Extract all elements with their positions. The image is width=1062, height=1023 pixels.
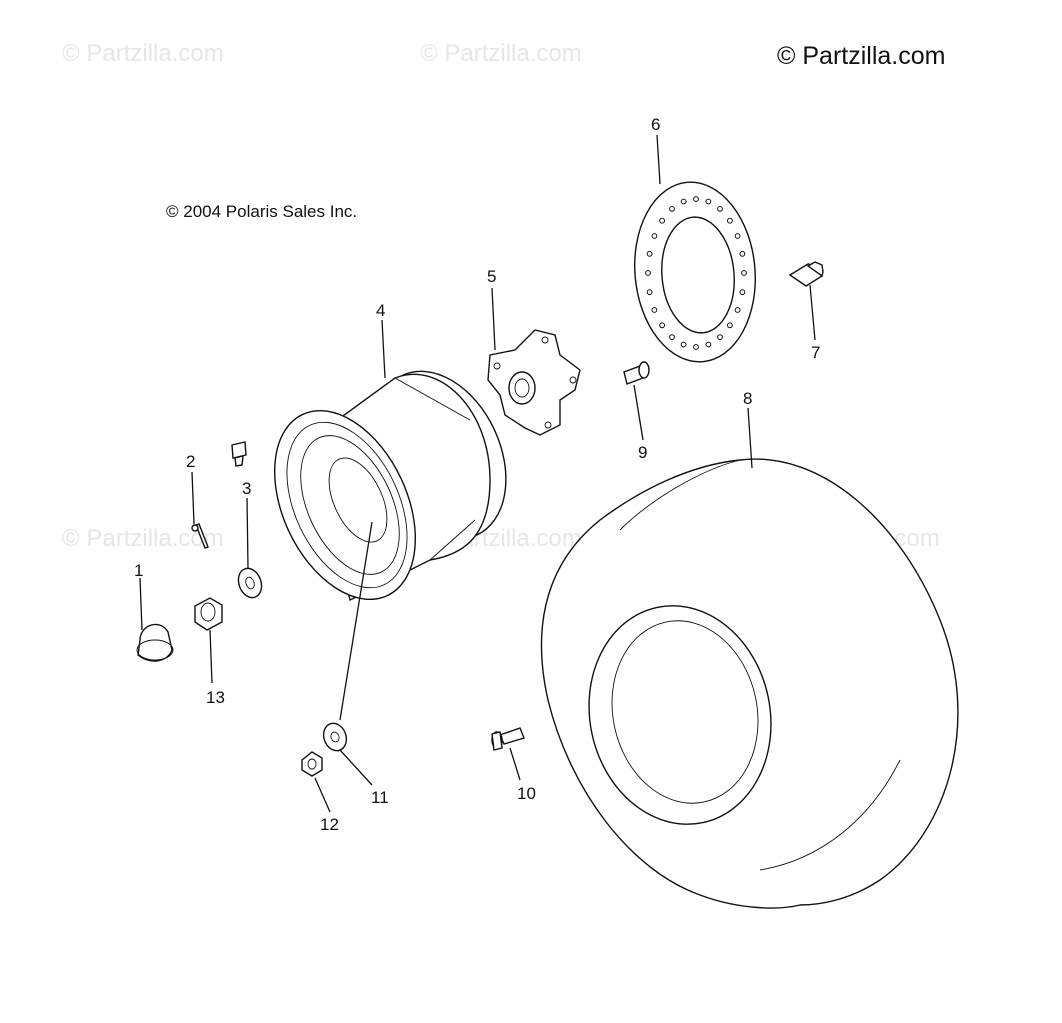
disc-hole: [717, 206, 723, 212]
washer-icon: [322, 722, 348, 752]
washer-icon: [237, 567, 263, 599]
hub-cap-icon: [136, 623, 174, 662]
disc-hole: [646, 250, 653, 257]
tire-icon: [540, 458, 959, 909]
stud-icon: [623, 361, 650, 385]
disc-hole: [734, 307, 741, 313]
bolt-icon: [788, 261, 824, 287]
brake-disc-icon: [634, 181, 756, 363]
leader-lines: [139, 134, 816, 813]
castle-nut-icon: [194, 597, 223, 631]
disc-hole: [727, 217, 733, 224]
disc-hole: [659, 322, 665, 329]
disc-hole: [693, 196, 699, 202]
callout-12: 12: [320, 815, 339, 834]
callout-4: 4: [376, 301, 385, 320]
disc-hole: [659, 217, 665, 224]
callout-2: 2: [186, 452, 195, 471]
callout-13: 13: [206, 688, 225, 707]
cotter-pin-icon: [191, 523, 209, 549]
disc-hole: [651, 233, 658, 239]
lug-nut-icon: [301, 751, 323, 777]
callout-5: 5: [487, 267, 496, 286]
disc-hole: [645, 270, 651, 276]
disc-hole: [734, 233, 741, 239]
watermark-faint: © Partzilla.com: [420, 40, 582, 67]
callout-3: 3: [242, 479, 251, 498]
disc-hole: [680, 341, 687, 348]
disc-hole: [705, 341, 712, 348]
disc-hole: [651, 307, 658, 313]
disc-hole: [669, 206, 675, 212]
watermark-main: © Partzilla.com: [777, 42, 946, 70]
watermark-faint: © Partzilla.com: [62, 40, 224, 67]
copyright-notice: © 2004 Polaris Sales Inc.: [166, 202, 358, 221]
disc-hole: [739, 289, 746, 296]
valve-cap-icon: [231, 441, 247, 467]
wheel-rim-icon: [273, 370, 507, 602]
disc-hole: [705, 198, 712, 205]
valve-stem-icon: [491, 727, 525, 751]
disc-hole: [680, 198, 687, 205]
disc-hole: [669, 334, 675, 341]
disc-hole: [727, 322, 733, 329]
callout-numbers: 1 2 3 4 5 6 7 8 9 10 11 12 13: [134, 115, 820, 834]
wheel-hub-icon: [487, 329, 581, 436]
callout-9: 9: [638, 443, 647, 462]
callout-8: 8: [743, 389, 752, 408]
callout-10: 10: [517, 784, 536, 803]
disc-hole: [693, 344, 699, 350]
callout-1: 1: [134, 561, 143, 580]
callout-11: 11: [371, 788, 389, 807]
disc-hole: [739, 250, 746, 257]
disc-hole: [741, 270, 747, 276]
callout-6: 6: [651, 115, 660, 134]
disc-hole: [646, 289, 653, 296]
callout-7: 7: [811, 343, 820, 362]
disc-hole: [717, 334, 723, 341]
